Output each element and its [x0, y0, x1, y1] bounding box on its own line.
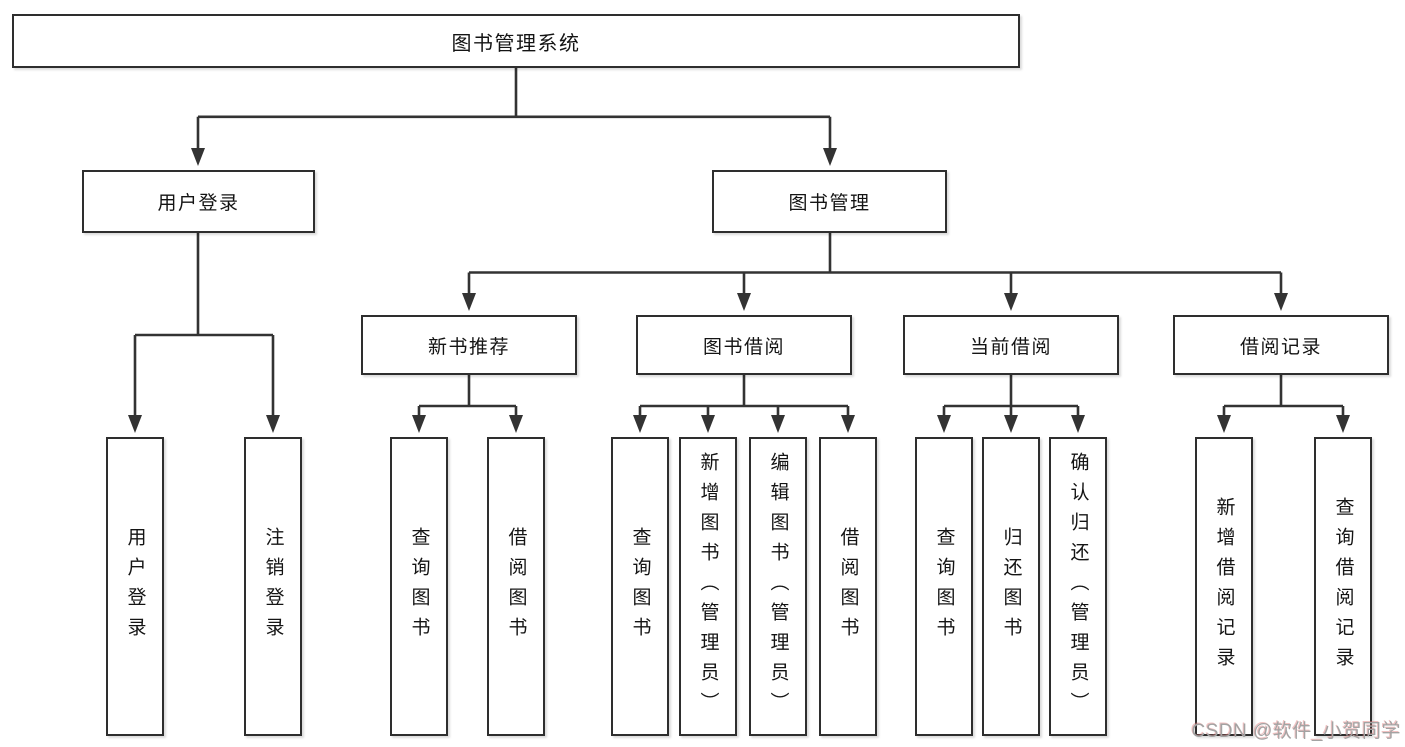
node-label: 借阅图书: [505, 526, 527, 647]
leaf-logout: 注销登录: [244, 437, 302, 736]
node-label: 确认归还（管理员）: [1067, 451, 1089, 722]
node-label: 新增图书（管理员）: [697, 451, 719, 722]
node-new-book-recommendation: 新书推荐: [361, 315, 577, 375]
leaf-add-borrow-record: 新增借阅记录: [1195, 437, 1253, 736]
node-label: 归还图书: [1000, 526, 1022, 647]
leaf-return-books: 归还图书: [982, 437, 1040, 736]
node-label: 新书推荐: [427, 336, 510, 358]
node-label: 图书管理: [788, 193, 871, 214]
leaf-borrow-books-recommend: 借阅图书: [487, 437, 545, 736]
leaf-confirm-return-admin: 确认归还（管理员）: [1049, 437, 1107, 736]
node-current-borrowing: 当前借阅: [903, 315, 1119, 375]
node-label: 查询图书: [933, 526, 955, 647]
node-book-management: 图书管理: [712, 170, 947, 233]
leaf-edit-book-admin: 编辑图书（管理员）: [749, 437, 807, 736]
node-label: 编辑图书（管理员）: [767, 451, 789, 722]
leaf-user-login: 用户登录: [106, 437, 164, 736]
node-label: 用户登录: [124, 526, 146, 647]
node-label: 借阅记录: [1239, 336, 1322, 358]
node-user-login: 用户登录: [82, 170, 315, 233]
node-label: 查询图书: [629, 526, 651, 647]
leaf-query-borrow-record: 查询借阅记录: [1314, 437, 1372, 736]
node-label: 用户登录: [157, 193, 240, 214]
connector-line: [133, 68, 1345, 415]
node-library-management-system: 图书管理系统: [12, 14, 1020, 68]
leaf-add-book-admin: 新增图书（管理员）: [679, 437, 737, 736]
node-label: 新增借阅记录: [1213, 496, 1235, 677]
csdn-watermark: CSDN @软件_小贺同学: [1191, 721, 1401, 742]
leaf-query-books-current: 查询图书: [915, 437, 973, 736]
node-label: 查询借阅记录: [1332, 496, 1354, 677]
leaf-borrow-books: 借阅图书: [819, 437, 877, 736]
node-label: 当前借阅: [969, 336, 1052, 358]
node-label: 图书管理系统: [451, 32, 581, 55]
leaf-query-books-recommend: 查询图书: [390, 437, 448, 736]
node-label: 注销登录: [262, 526, 284, 647]
node-label: 图书借阅: [702, 336, 785, 358]
leaf-query-books-borrow: 查询图书: [611, 437, 669, 736]
node-borrowing-records: 借阅记录: [1173, 315, 1389, 375]
node-book-borrowing: 图书借阅: [636, 315, 852, 375]
node-label: 查询图书: [408, 526, 430, 647]
node-label: 借阅图书: [837, 526, 859, 647]
